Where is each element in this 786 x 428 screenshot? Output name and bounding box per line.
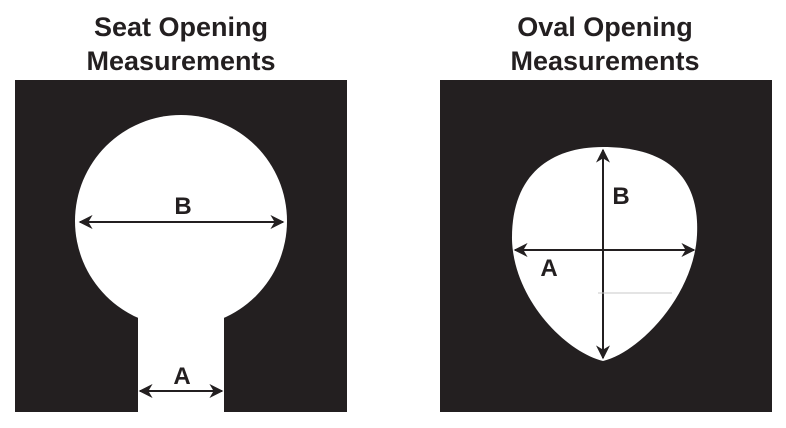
right-title-line1: Oval Opening (517, 12, 693, 42)
right-title-line2: Measurements (510, 46, 699, 76)
left-title-line2: Measurements (86, 46, 275, 76)
label-a: A (173, 363, 190, 390)
label-b: B (612, 183, 629, 210)
label-a: A (540, 255, 557, 282)
left-title-line1: Seat Opening (94, 12, 268, 42)
label-b: B (174, 193, 191, 220)
